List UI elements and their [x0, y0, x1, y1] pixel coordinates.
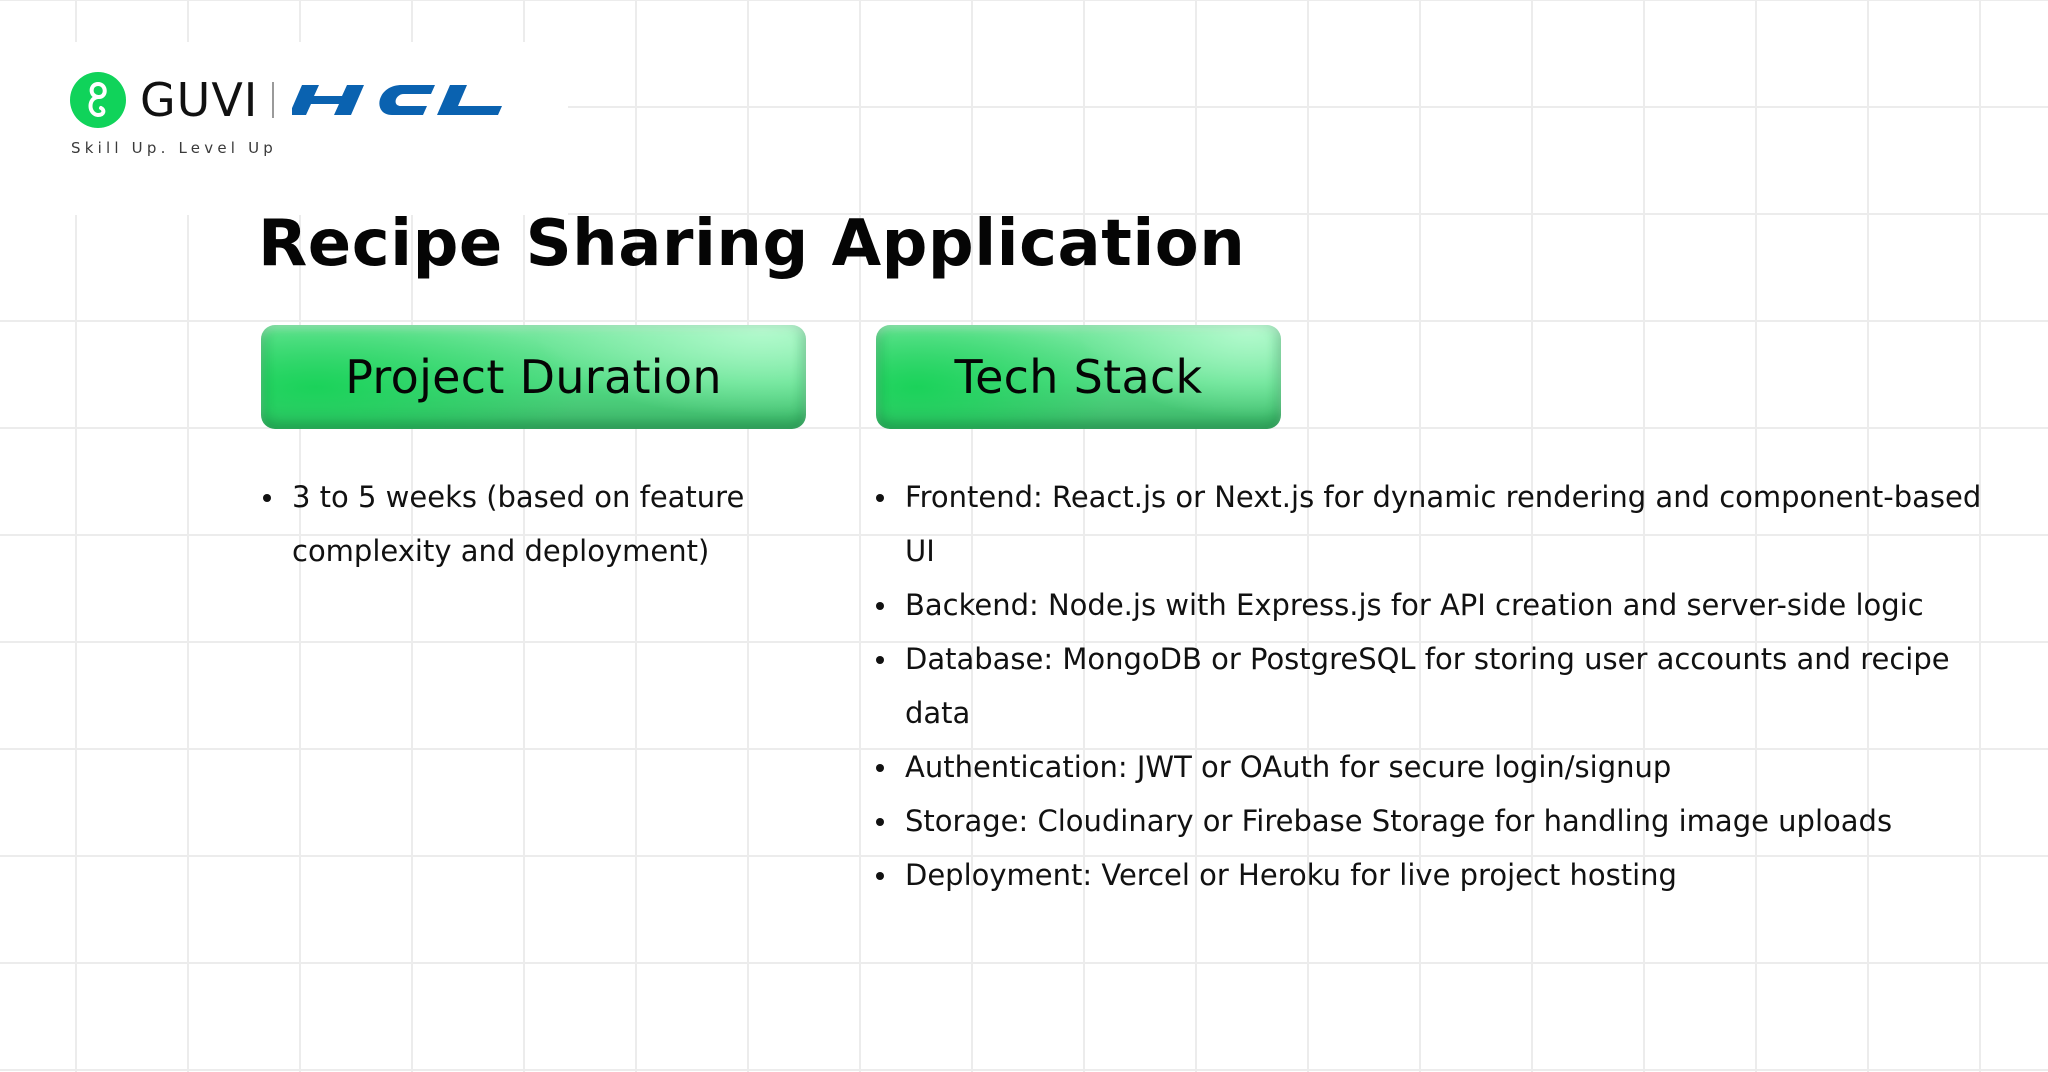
list-item: Database: MongoDB or PostgreSQL for stor… [876, 632, 2016, 740]
guvi-logo-icon [70, 72, 126, 128]
list-item-text: Frontend: React.js or Next.js for dynami… [905, 480, 1982, 568]
bullet-icon [876, 494, 884, 502]
list-item-text: Backend: Node.js with Express.js for API… [905, 588, 1924, 622]
hcl-logo-icon [292, 85, 503, 115]
section-heading-tech-stack: Tech Stack [876, 325, 1281, 429]
brand-tagline: Skill Up. Level Up [71, 139, 277, 157]
bullet-icon [263, 494, 271, 502]
page-title: Recipe Sharing Application [258, 207, 1246, 281]
list-item-text: Deployment: Vercel or Heroku for live pr… [905, 858, 1677, 892]
section-heading-label: Tech Stack [954, 350, 1203, 404]
bullet-icon [876, 872, 884, 880]
logo-divider [272, 82, 275, 118]
logo-background-panel-tail [0, 215, 8, 245]
project-duration-list: 3 to 5 weeks (based on feature complexit… [263, 470, 823, 578]
list-item: Backend: Node.js with Express.js for API… [876, 578, 2016, 632]
logo-background-panel [0, 42, 568, 215]
list-item: Storage: Cloudinary or Firebase Storage … [876, 794, 2016, 848]
guvi-wordmark: GUVI [140, 73, 259, 127]
bullet-icon [876, 656, 884, 664]
bullet-icon [876, 602, 884, 610]
list-item-text: Database: MongoDB or PostgreSQL for stor… [905, 642, 1950, 730]
section-heading-project-duration: Project Duration [261, 325, 806, 429]
bullet-icon [876, 764, 884, 772]
list-item-text: 3 to 5 weeks (based on feature complexit… [292, 480, 745, 568]
brand-logo: GUVI [70, 72, 503, 128]
list-item-text: Storage: Cloudinary or Firebase Storage … [905, 804, 1893, 838]
tech-stack-list: Frontend: React.js or Next.js for dynami… [876, 470, 2016, 902]
list-item: 3 to 5 weeks (based on feature complexit… [263, 470, 823, 578]
list-item: Authentication: JWT or OAuth for secure … [876, 740, 2016, 794]
list-item-text: Authentication: JWT or OAuth for secure … [905, 750, 1672, 784]
bullet-icon [876, 818, 884, 826]
list-item: Frontend: React.js or Next.js for dynami… [876, 470, 2016, 578]
section-heading-label: Project Duration [345, 350, 722, 404]
list-item: Deployment: Vercel or Heroku for live pr… [876, 848, 2016, 902]
